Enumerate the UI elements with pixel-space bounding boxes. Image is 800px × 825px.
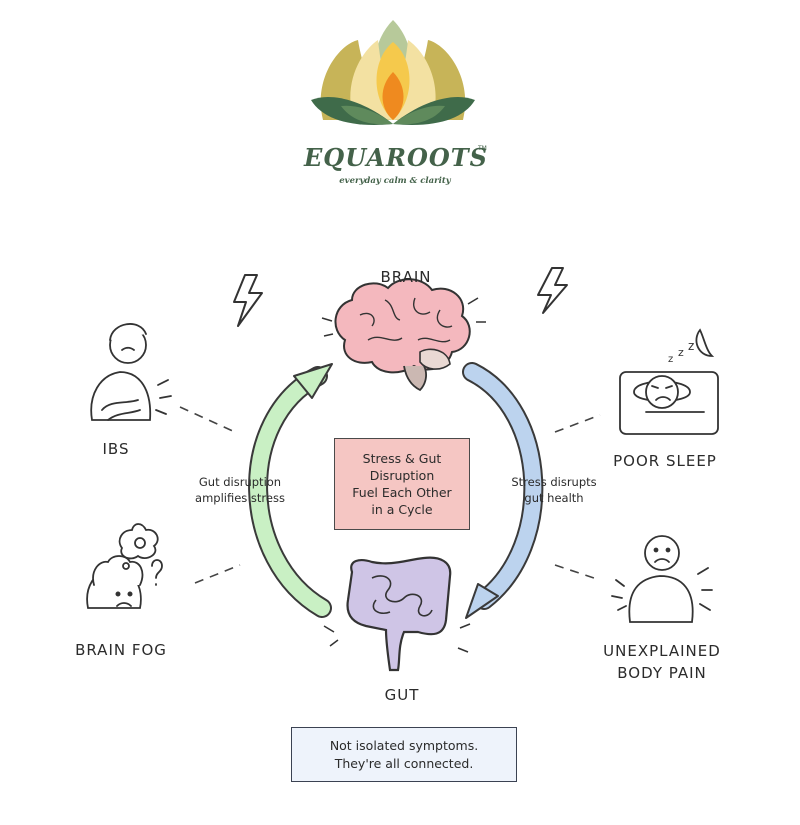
trademark-mark: TM: [478, 145, 487, 152]
left-arrow-label: Gut disruption amplifies stress: [195, 475, 285, 505]
connector-ibs: [179, 406, 236, 433]
svg-text:z: z: [668, 354, 673, 365]
left-arrow-head-icon: [293, 363, 333, 399]
lightning-left-icon: [233, 274, 263, 327]
ibs-person-icon: [90, 323, 172, 421]
body-pain-person-icon: [611, 535, 713, 623]
brand-tagline: everyday calm & clarity: [339, 176, 451, 186]
svg-text:z: z: [688, 339, 694, 353]
brain-fog-label: BRAIN FOG: [75, 641, 167, 659]
lightning-right-icon: [537, 267, 568, 314]
brain-fog-person-icon: [86, 523, 163, 609]
svg-text:z: z: [678, 346, 684, 359]
connector-body-pain: [554, 564, 601, 581]
poor-sleep-label: POOR SLEEP: [613, 452, 717, 470]
gut-intestines-icon: [323, 556, 471, 672]
brain-label: BRAIN: [380, 268, 432, 286]
brand-name: EQUAROOTS: [304, 143, 488, 172]
connector-brain-fog: [194, 564, 241, 584]
brain-icon: [321, 278, 486, 392]
right-arrow-label: Stress disrupts gut health: [511, 475, 597, 505]
body-pain-label: UNEXPLAINED BODY PAIN: [603, 642, 721, 682]
lotus-logo-icon: [311, 20, 475, 125]
footer-note-box: Not isolated symptoms. They're all conne…: [291, 727, 517, 782]
poor-sleep-person-icon: z z z: [619, 328, 719, 435]
ibs-label: IBS: [102, 440, 130, 458]
connector-poor-sleep: [554, 414, 601, 433]
right-arrow-head-icon: [465, 583, 499, 619]
center-cycle-box: Stress & Gut Disruption Fuel Each Other …: [334, 438, 470, 530]
gut-label: GUT: [384, 686, 420, 704]
